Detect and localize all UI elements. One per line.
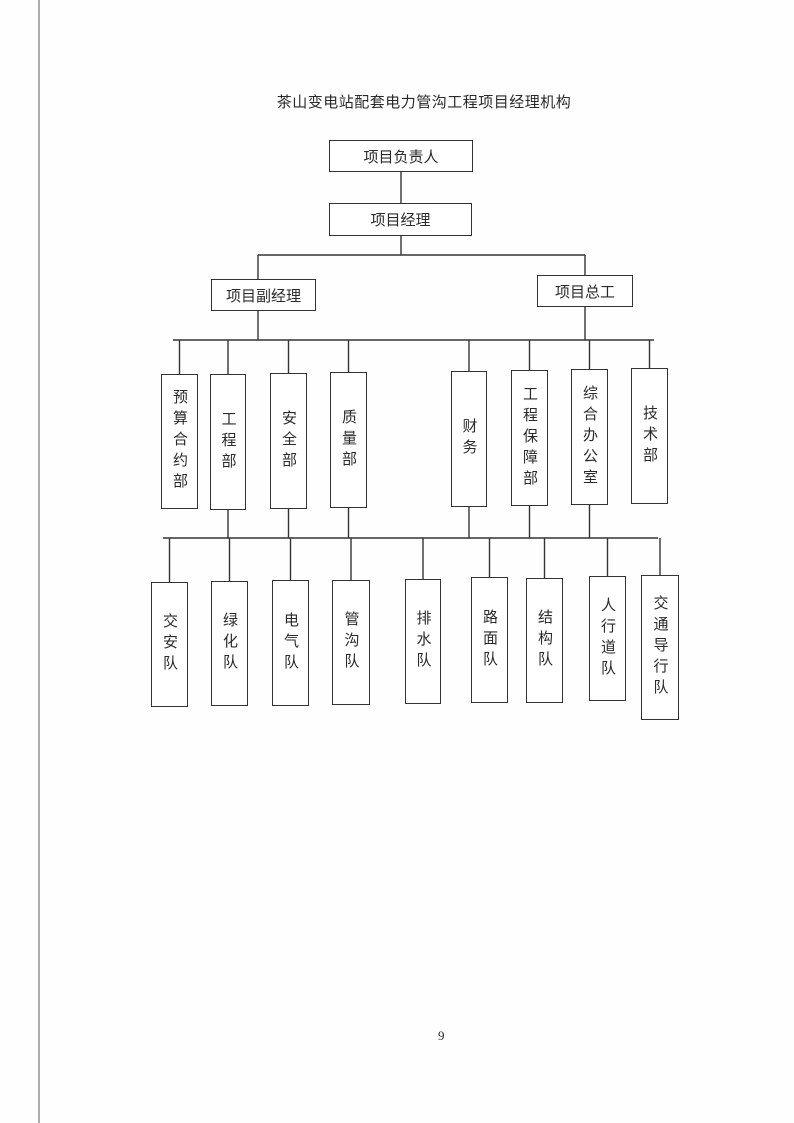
node-label: 项目总工 — [554, 282, 615, 301]
team-box: 管沟队 — [332, 580, 370, 705]
node-chief-engineer: 项目总工 — [537, 275, 633, 307]
node-label: 项目负责人 — [363, 147, 439, 166]
node-label: 项目副经理 — [225, 286, 301, 305]
team-label: 电气队 — [282, 611, 300, 675]
department-box: 财务 — [451, 371, 487, 507]
team-box: 路面队 — [471, 577, 508, 703]
team-box: 交安队 — [151, 582, 188, 707]
department-box: 综合办公室 — [571, 369, 608, 505]
department-box: 技术部 — [631, 368, 668, 504]
department-box: 质量部 — [330, 372, 367, 508]
team-label: 交通导行队 — [651, 595, 670, 700]
page-number: 9 — [438, 1028, 445, 1043]
team-label: 交安队 — [161, 613, 179, 676]
team-label: 排水队 — [414, 610, 433, 673]
team-label: 结构队 — [536, 609, 554, 672]
team-label: 路面队 — [481, 608, 499, 672]
team-box: 人行道队 — [589, 576, 626, 701]
node-deputy-manager: 项目副经理 — [211, 279, 316, 311]
department-label: 安全部 — [280, 409, 298, 473]
team-label: 人行道队 — [599, 596, 617, 681]
node-project-head: 项目负责人 — [329, 140, 473, 172]
department-label: 工程保障部 — [521, 385, 539, 491]
department-label: 技术部 — [641, 404, 659, 468]
department-label: 财务 — [460, 418, 479, 460]
team-box: 结构队 — [526, 578, 563, 703]
team-box: 排水队 — [405, 579, 441, 704]
scan-edge — [38, 0, 40, 1123]
team-box: 绿化队 — [211, 581, 248, 706]
department-box: 预算合约部 — [161, 374, 198, 509]
node-project-manager: 项目经理 — [329, 203, 472, 236]
department-box: 工程保障部 — [511, 370, 548, 506]
department-box: 安全部 — [270, 373, 307, 509]
team-label: 管沟队 — [342, 611, 361, 674]
team-label: 绿化队 — [221, 612, 239, 675]
department-label: 预算合约部 — [171, 389, 189, 494]
team-box: 交通导行队 — [641, 575, 679, 720]
department-label: 综合办公室 — [581, 384, 599, 490]
team-box: 电气队 — [272, 580, 309, 706]
node-label: 项目经理 — [370, 211, 431, 229]
department-label: 质量部 — [340, 408, 358, 472]
department-label: 工程部 — [219, 410, 238, 474]
department-box: 工程部 — [210, 374, 246, 510]
page-title: 茶山变电站配套电力管沟工程项目经理机构 — [276, 93, 572, 111]
